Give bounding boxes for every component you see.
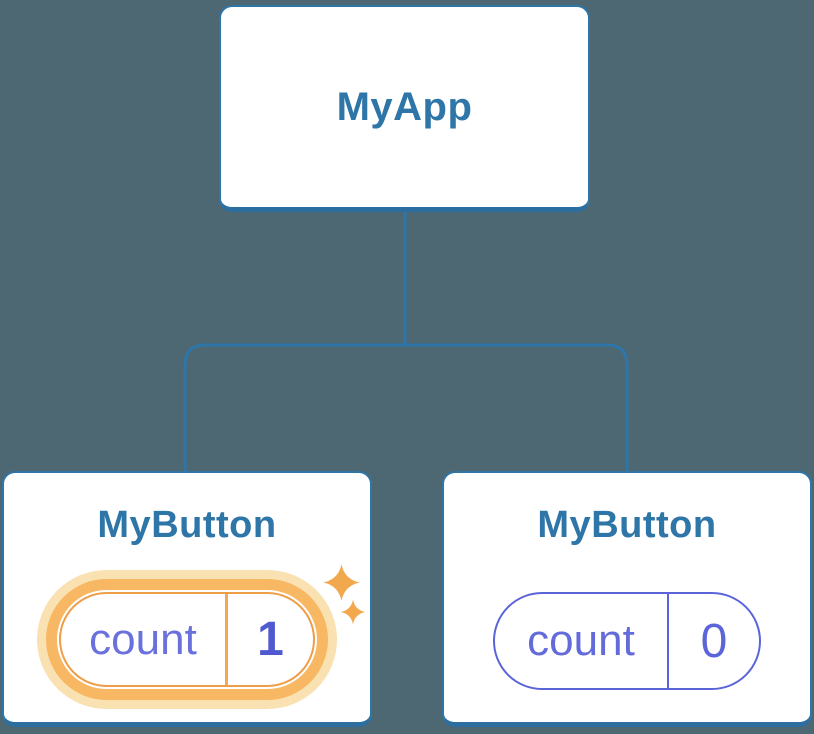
node-label-mybutton-2: MyButton bbox=[537, 504, 717, 546]
state-pill-highlighted: count 1 bbox=[59, 592, 315, 687]
state-key-label: count bbox=[61, 594, 228, 685]
node-card-myapp: MyApp bbox=[219, 5, 590, 212]
node-card-mybutton-2: MyButton count 0 bbox=[442, 471, 812, 727]
state-value: 1 bbox=[257, 613, 284, 666]
node-label-myapp: MyApp bbox=[336, 85, 473, 129]
node-card-mybutton-1: MyButton count 1 bbox=[2, 471, 372, 727]
sparkle-icon bbox=[322, 563, 361, 602]
state-key-label: count bbox=[495, 594, 669, 688]
state-value: 0 bbox=[700, 614, 728, 668]
sparkle-icon-small bbox=[340, 599, 366, 625]
state-pill: count 0 bbox=[493, 592, 761, 690]
node-label-mybutton-1: MyButton bbox=[97, 504, 277, 546]
